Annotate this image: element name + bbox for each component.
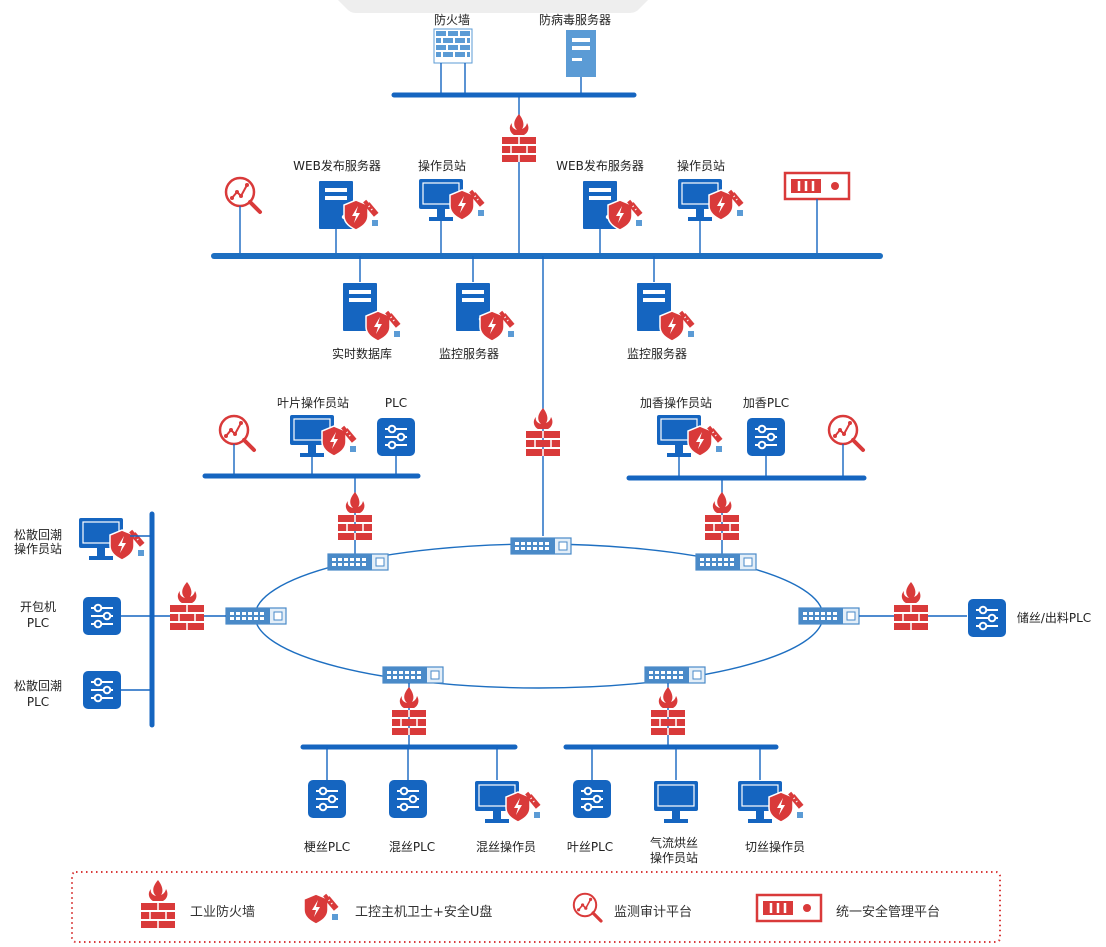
label-leaf-plc: PLC [385, 396, 407, 410]
host-guard-icon [505, 790, 542, 823]
label-stem-plc: 梗丝PLC [304, 839, 350, 854]
antivirus-server-icon [566, 30, 596, 77]
label-flavor-operator: 加香操作员站 [640, 395, 712, 410]
firewall-top-icon [433, 28, 473, 64]
host-guard-icon [449, 188, 486, 221]
label-firewall: 防火墙 [434, 12, 470, 27]
legend-host-guard: 工控主机卫士+安全U盘 [355, 904, 492, 920]
plc-icon [572, 779, 612, 819]
unified-platform-icon [755, 893, 823, 923]
label-antivirus-server: 防病毒服务器 [539, 12, 611, 27]
label-airflow-2: 操作员站 [650, 850, 698, 865]
host-guard-icon [303, 892, 340, 925]
firewall-icon [501, 113, 537, 163]
label-web-server-2: WEB发布服务器 [556, 158, 644, 173]
plc-icon [967, 598, 1007, 638]
label-cut-plc: 叶丝PLC [567, 840, 613, 854]
switch-icon [510, 537, 572, 555]
legend-box [71, 871, 1001, 943]
switch-icon [644, 666, 706, 684]
plc-icon [82, 670, 122, 710]
audit-platform-icon [572, 892, 603, 923]
label-blend-operator: 混丝操作员 [476, 839, 536, 854]
host-guard-icon [479, 309, 516, 342]
host-guard-icon [109, 528, 146, 561]
legend-unified-platform: 统一安全管理平台 [836, 904, 940, 920]
host-guard-icon [768, 790, 805, 823]
unified-platform-icon [783, 171, 851, 201]
plc-icon [376, 417, 416, 457]
firewall-icon [169, 581, 205, 631]
host-guard-icon [365, 309, 402, 342]
label-loose-plc-2: PLC [27, 695, 49, 709]
plc-icon [307, 779, 347, 819]
plc-icon [82, 596, 122, 636]
switch-icon [382, 666, 444, 684]
host-guard-icon [607, 198, 644, 231]
label-flavor-plc: 加香PLC [743, 396, 789, 410]
top-tab [338, 0, 648, 13]
host-guard-icon [687, 424, 724, 457]
label-airflow-1: 气流烘丝 [650, 835, 698, 850]
audit-platform-icon [218, 414, 256, 452]
workstation-icon [653, 780, 699, 824]
switch-icon [225, 607, 287, 625]
label-monitor-server-1: 监控服务器 [439, 346, 499, 361]
label-loose-operator-2: 操作员站 [14, 541, 62, 556]
host-guard-icon [321, 424, 358, 457]
plc-icon [746, 417, 786, 457]
audit-platform-icon [827, 414, 865, 452]
audit-platform-icon [224, 176, 262, 214]
switch-icon [798, 607, 860, 625]
label-web-server-1: WEB发布服务器 [293, 158, 381, 173]
host-guard-icon [659, 309, 696, 342]
label-realtime-db: 实时数据库 [332, 346, 392, 361]
label-blend-plc: 混丝PLC [389, 840, 435, 854]
label-operator-2: 操作员站 [677, 158, 725, 173]
label-operator-1: 操作员站 [418, 158, 466, 173]
legend-industrial-firewall: 工业防火墙 [190, 904, 255, 920]
switch-icon [695, 553, 757, 571]
host-guard-icon [708, 188, 745, 221]
plc-icon [388, 779, 428, 819]
label-unpack-plc-2: PLC [27, 616, 49, 630]
industrial-firewall-icon [140, 879, 176, 929]
host-guard-icon [343, 198, 380, 231]
label-cut-operator: 切丝操作员 [745, 839, 805, 854]
label-loose-plc-1: 松散回潮 [14, 678, 62, 693]
label-loose-operator-1: 松散回潮 [14, 527, 62, 542]
label-storage-plc: 储丝/出料PLC [1017, 610, 1091, 625]
label-monitor-server-2: 监控服务器 [627, 346, 687, 361]
firewall-icon [893, 581, 929, 631]
label-leaf-operator: 叶片操作员站 [277, 395, 349, 410]
switch-icon [327, 553, 389, 571]
legend-audit-platform: 监测审计平台 [614, 905, 692, 920]
label-unpack-plc-1: 开包机 [20, 600, 56, 614]
